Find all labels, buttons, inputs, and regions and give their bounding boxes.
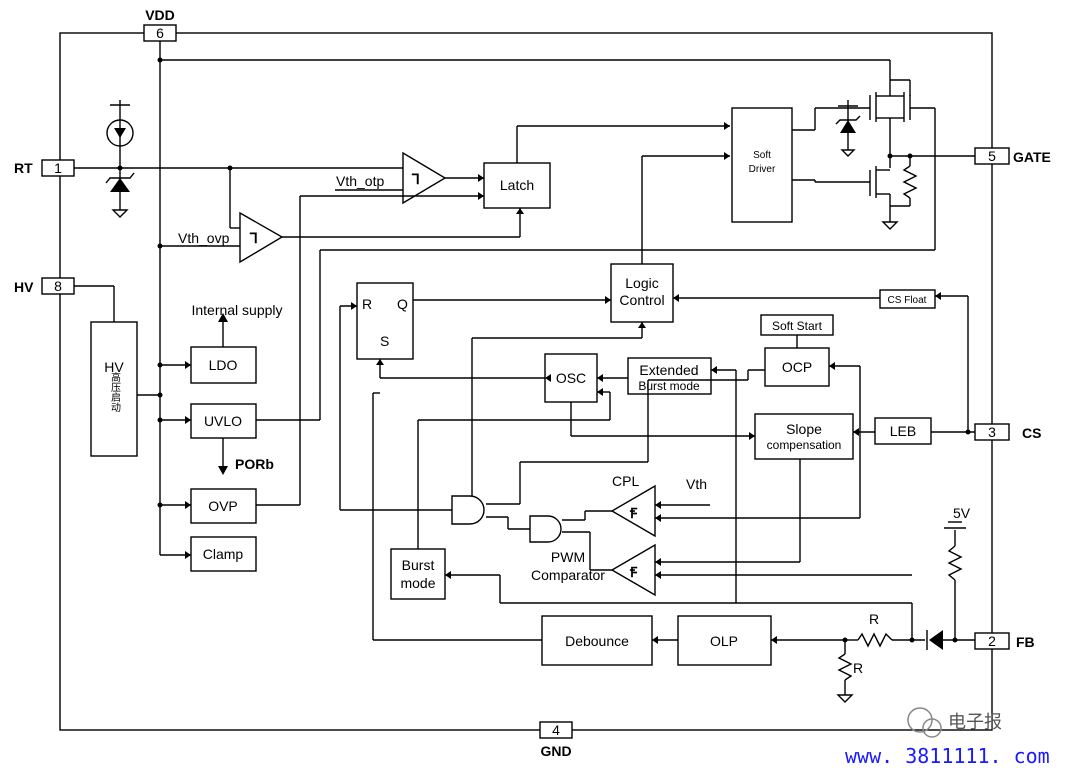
vdd-rail [157, 41, 911, 555]
svg-text:Clamp: Clamp [203, 546, 244, 562]
debounce-block: Debounce [372, 392, 653, 666]
ldo-block: LDO Internal supply [160, 302, 283, 384]
svg-text:Slope: Slope [786, 421, 822, 437]
svg-text:5: 5 [988, 148, 996, 164]
ocp-block: OCP [486, 347, 861, 518]
svg-text:OCP: OCP [782, 359, 812, 375]
svg-text:Ꞁ: Ꞁ [411, 171, 420, 187]
svg-text:GND: GND [540, 743, 571, 759]
svg-text:PWM: PWM [551, 549, 585, 565]
svg-text:Debounce: Debounce [565, 633, 629, 649]
soft-driver-block: Soft Driver [731, 107, 870, 223]
svg-text:LEB: LEB [890, 423, 916, 439]
and-gate-pwm [486, 515, 562, 543]
cpl-label: CPL [612, 473, 639, 489]
svg-text:S: S [380, 333, 389, 349]
svg-text:GATE: GATE [1013, 149, 1051, 165]
svg-text:1: 1 [54, 160, 62, 176]
svg-text:OLP: OLP [710, 633, 738, 649]
svg-text:Soft Start: Soft Start [772, 319, 823, 333]
uvlo-block: UVLO PORb [160, 403, 274, 475]
five-v-label: 5V [953, 505, 971, 521]
svg-text:mode: mode [400, 575, 435, 591]
svg-text:Soft: Soft [753, 150, 771, 161]
pin-vdd: 6 VDD [143, 7, 177, 42]
svg-text:Burst: Burst [402, 557, 435, 573]
svg-text:Latch: Latch [500, 177, 534, 193]
svg-text:OSC: OSC [556, 370, 586, 386]
porb-label: PORb [235, 456, 274, 472]
otp-comparator: Ꞁ Vth_otp [335, 151, 484, 205]
pin-gate: 5 GATE [974, 147, 1051, 165]
ovp-block: OVP [160, 488, 300, 524]
cpl-comparator: Ꞙ CPL Vth [562, 473, 860, 538]
svg-text:Burst mode: Burst mode [638, 379, 700, 393]
svg-text:RT: RT [14, 160, 33, 176]
pin-cs: 3 CS [974, 423, 1041, 441]
olp-block: OLP [652, 615, 845, 666]
watermark-url: www. 3811111. com [845, 744, 1050, 768]
logic-control-block: Logic Control [471, 152, 730, 490]
r-shunt-label: R [853, 660, 863, 676]
soft-start-block: Soft Start [760, 314, 834, 348]
sr-flipflop: R Q S [339, 282, 611, 510]
pin-hv: 8 HV [14, 277, 75, 295]
r-series-label: R [869, 611, 879, 627]
svg-text:Ꞙ: Ꞙ [629, 505, 638, 521]
svg-text:Driver: Driver [749, 164, 776, 175]
svg-text:CS Float: CS Float [888, 295, 927, 306]
watermark: 电子报 www. 3811111. com [845, 707, 1050, 768]
svg-text:Q: Q [397, 296, 408, 312]
watermark-source: 电子报 [948, 712, 1002, 732]
pin-fb: 2 FB [974, 632, 1035, 650]
svg-text:R: R [362, 296, 372, 312]
rt-network [74, 100, 403, 229]
ovp-comparator: Ꞁ Vth_ovp [160, 208, 524, 264]
extended-burst-block: Extended Burst mode [627, 357, 737, 603]
vth-label: Vth [686, 476, 707, 492]
svg-text:LDO: LDO [209, 357, 238, 373]
svg-text:OVP: OVP [208, 498, 238, 514]
hv-chinese-label: 高压启动 [109, 371, 121, 413]
hv-startup-block: HV 高压启动 [74, 285, 160, 457]
gate-output-stage [835, 80, 975, 250]
vth-ovp-label: Vth_ovp [178, 230, 230, 246]
svg-text:HV: HV [104, 359, 124, 375]
svg-text:Logic: Logic [625, 275, 658, 291]
leb-block: LEB [874, 417, 975, 445]
pin-rt: 1 RT [14, 159, 75, 177]
burst-mode-block: Burst mode [390, 548, 912, 604]
svg-text:UVLO: UVLO [204, 413, 242, 429]
svg-text:3: 3 [988, 424, 996, 440]
svg-text:4: 4 [552, 722, 560, 738]
fb-network: R R 5V [836, 505, 975, 703]
cs-float-block: CS Float [673, 289, 969, 432]
svg-text:Comparator: Comparator [531, 567, 605, 583]
pin-gnd: 4 GND [539, 721, 573, 759]
svg-text:Ꞙ: Ꞙ [629, 564, 638, 580]
svg-text:Control: Control [619, 292, 664, 308]
latch-block: Latch [299, 122, 730, 505]
svg-text:HV: HV [14, 279, 34, 295]
svg-text:FB: FB [1016, 634, 1035, 650]
wechat-icon [907, 707, 933, 733]
svg-text:CS: CS [1022, 425, 1041, 441]
slope-compensation-block: Slope compensation [655, 413, 875, 566]
and-gate-main [340, 490, 485, 525]
gate-feedback [256, 249, 935, 421]
svg-text:Ꞁ: Ꞁ [249, 230, 258, 246]
svg-text:Extended: Extended [639, 362, 698, 378]
svg-text:VDD: VDD [145, 7, 175, 23]
svg-text:8: 8 [54, 278, 62, 294]
pwm-comparator: Ꞙ PWM Comparator [531, 531, 912, 597]
internal-supply-label: Internal supply [191, 302, 282, 318]
vth-otp-label: Vth_otp [336, 173, 384, 189]
clamp-block: Clamp [160, 536, 257, 572]
svg-text:compensation: compensation [767, 438, 842, 452]
svg-text:2: 2 [988, 633, 996, 649]
chip-outline [59, 32, 993, 731]
osc-block: OSC [417, 353, 755, 549]
svg-text:6: 6 [156, 25, 164, 41]
